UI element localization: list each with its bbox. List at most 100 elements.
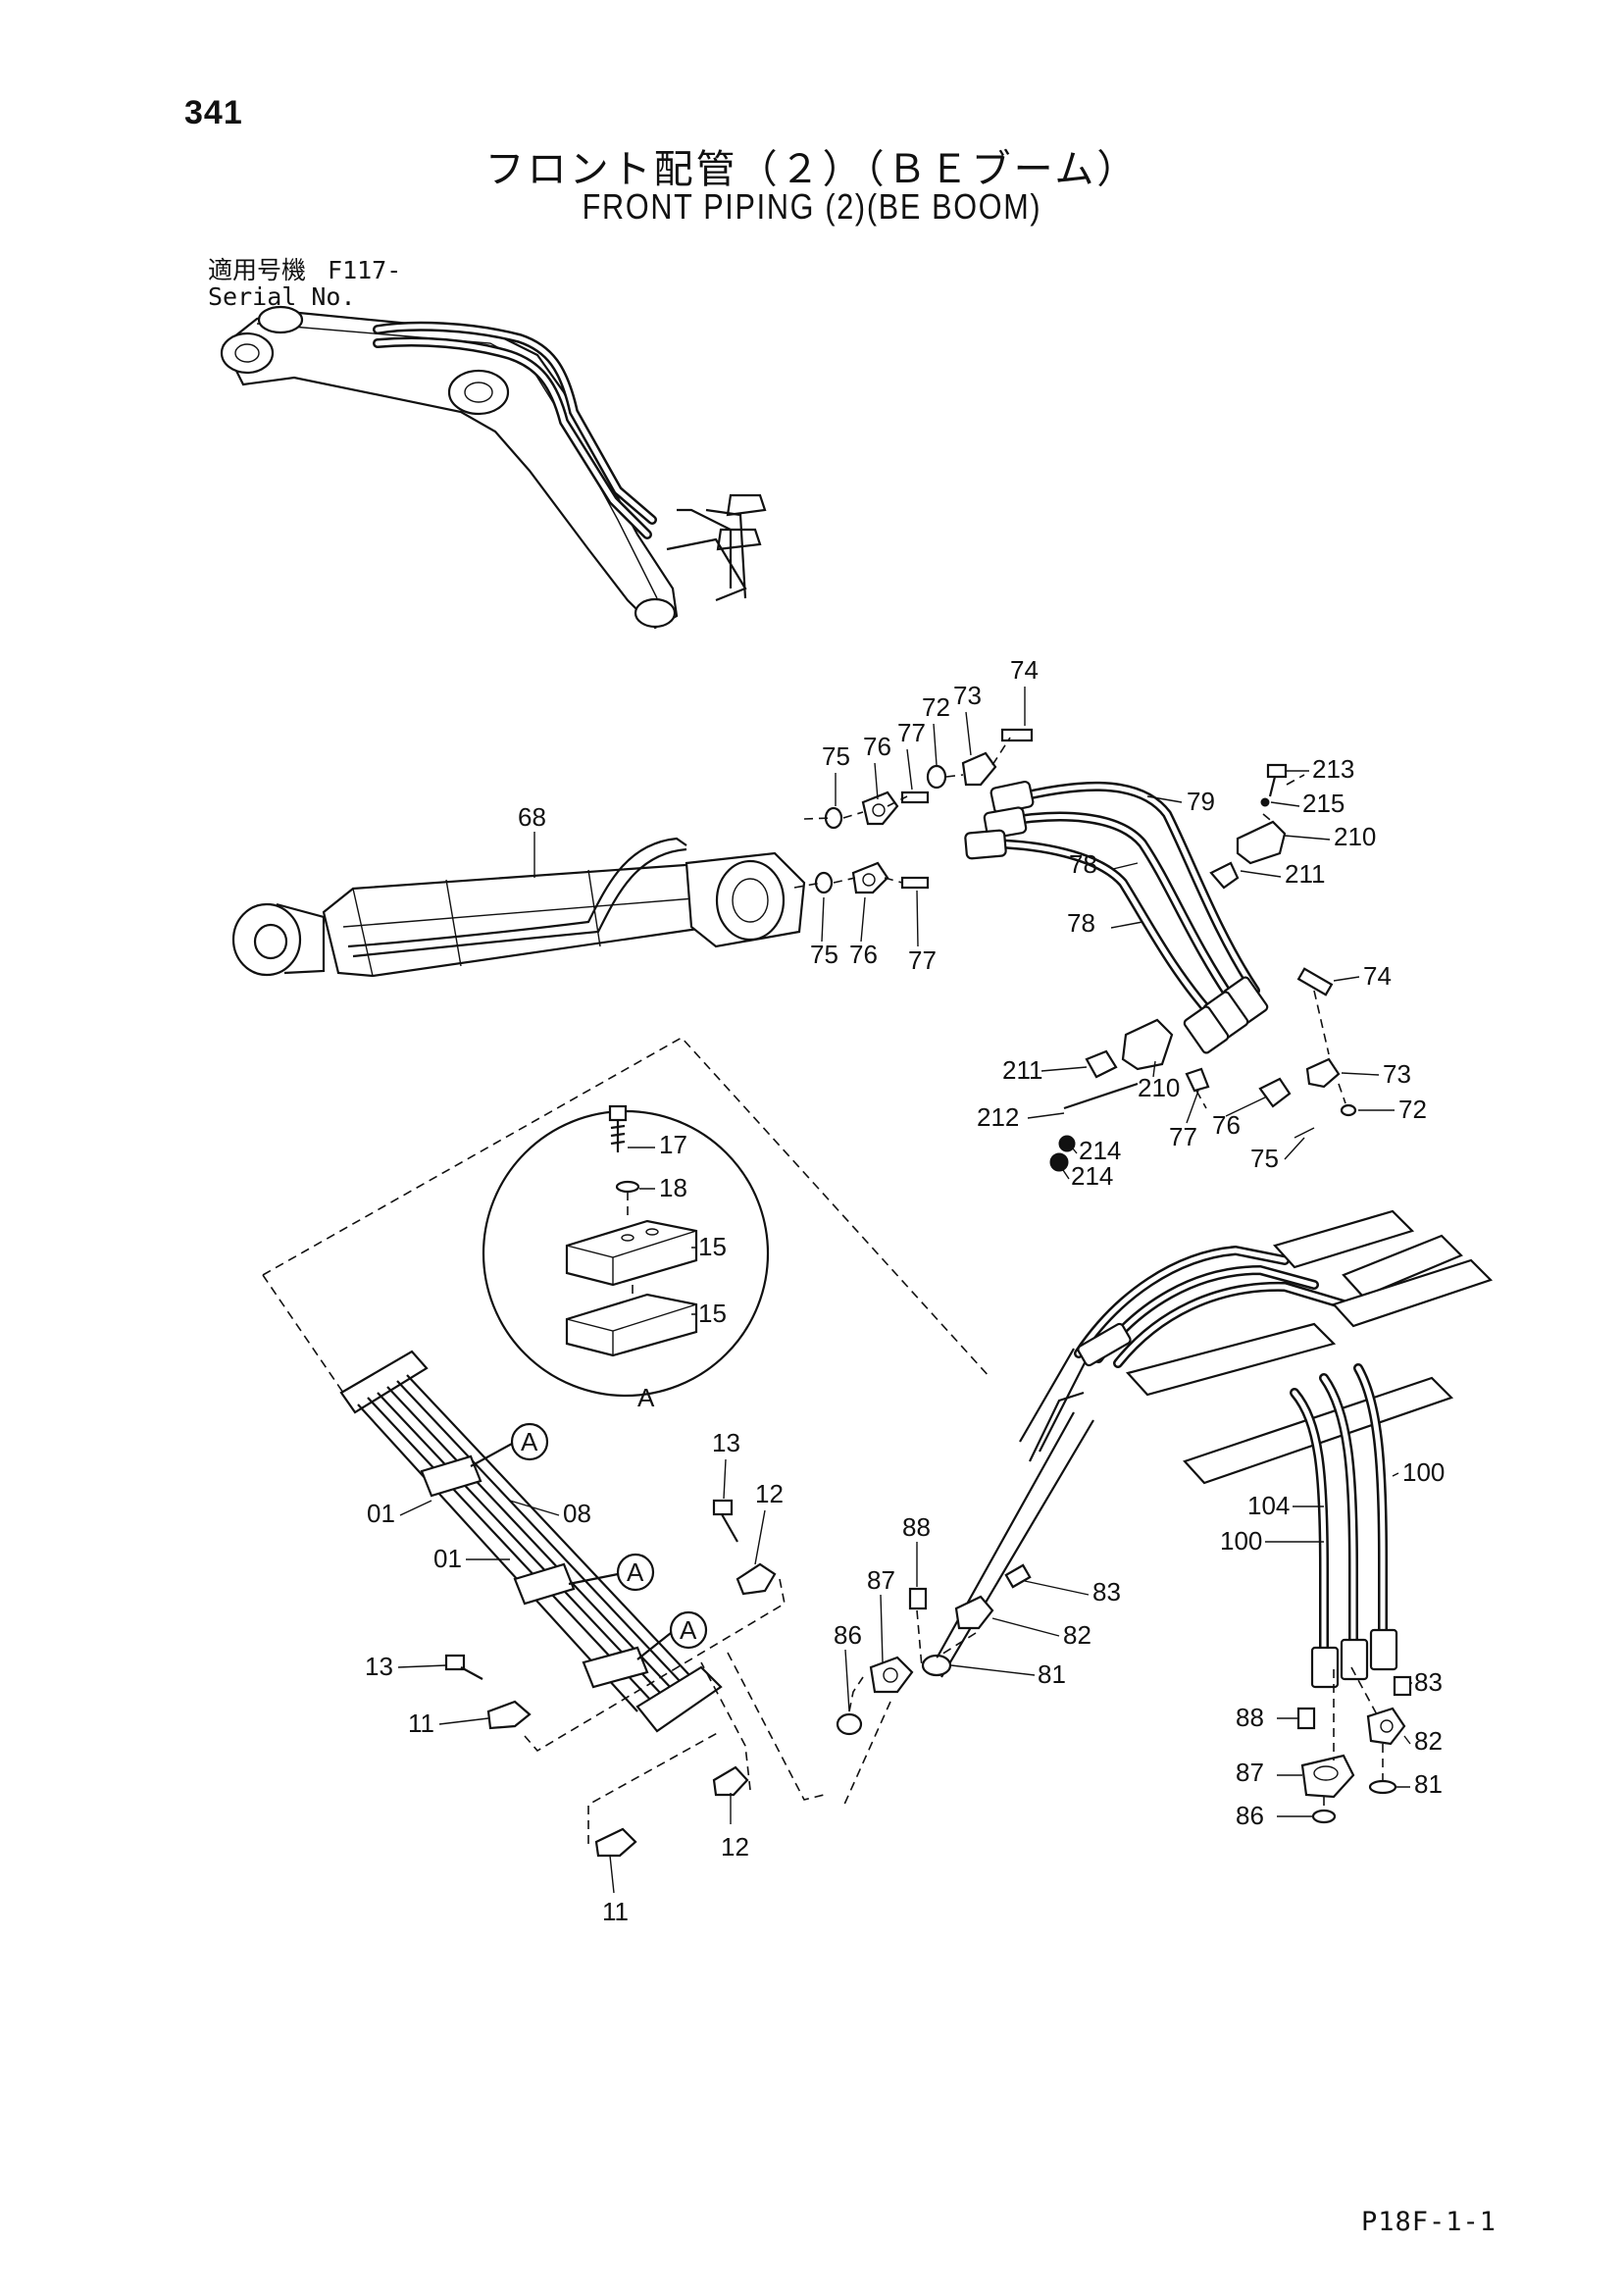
detail-envelope-lines	[262, 1036, 991, 1394]
clamp-12-upper	[736, 1562, 777, 1596]
callout-75: 75	[810, 940, 838, 969]
clamp-211-lower	[1085, 1049, 1118, 1079]
pipe-clamp-3	[582, 1646, 649, 1689]
callout-13: 13	[712, 1428, 740, 1457]
bolt-74-upper	[1000, 728, 1034, 742]
callout-73: 73	[953, 681, 982, 710]
callout-77: 77	[1169, 1122, 1197, 1151]
callout-78: 78	[1067, 908, 1095, 938]
callout-73: 73	[1383, 1059, 1411, 1089]
callout-75: 75	[1250, 1144, 1279, 1173]
callout-76: 76	[849, 940, 878, 969]
callout-74: 74	[1010, 655, 1039, 685]
serial-value: F117-	[328, 256, 402, 284]
callout-68: 68	[518, 802, 546, 832]
callout-01: 01	[367, 1499, 395, 1528]
title-english: FRONT PIPING (2)(BE BOOM)	[582, 186, 1042, 227]
nut-214-a	[1058, 1135, 1076, 1152]
callout-15: 15	[698, 1232, 727, 1261]
callout-212: 212	[977, 1102, 1019, 1132]
lower-pipe-bundle	[339, 1350, 825, 1858]
o-ring-81-center	[921, 1654, 952, 1677]
flange-87-center	[869, 1656, 914, 1694]
flange-76-upper	[861, 791, 899, 826]
clamp-11-lower	[594, 1827, 637, 1858]
callout-72: 72	[1398, 1095, 1427, 1124]
bolt-13-lower	[444, 1654, 466, 1671]
callout-12: 12	[721, 1832, 749, 1862]
bolt-17	[608, 1104, 628, 1122]
clamp-211-upper	[1209, 861, 1240, 890]
detail-ref-a: A	[627, 1557, 644, 1587]
callout-87: 87	[1236, 1758, 1264, 1787]
bolt-83-center	[1004, 1563, 1032, 1589]
detail-ref-circle-1	[510, 1422, 549, 1461]
callout-labels: 74 73 72 77 76 75 68 79 78 78 213 215 21…	[365, 655, 1445, 1926]
o-ring-86-right	[1311, 1809, 1337, 1824]
flange-76-lower	[851, 861, 889, 894]
callout-210: 210	[1334, 822, 1376, 851]
callout-88: 88	[1236, 1703, 1264, 1732]
clamp-15-upper	[565, 1219, 698, 1287]
flange-87-right	[1300, 1754, 1355, 1799]
flange-82-center	[954, 1595, 994, 1630]
o-ring-75-upper	[824, 806, 843, 830]
callout-215: 215	[1302, 789, 1345, 818]
callout-83: 83	[1414, 1667, 1443, 1697]
clamp-parts-upper-right	[1049, 763, 1357, 1172]
callout-104: 104	[1247, 1491, 1290, 1520]
bolt-13-upper	[712, 1499, 734, 1516]
hoses-78-79	[964, 780, 1269, 1054]
callout-15: 15	[698, 1299, 727, 1328]
washer-18	[615, 1180, 640, 1194]
clamp-row-middle	[1125, 1322, 1337, 1397]
drawing-code: P18F-1-1	[1361, 2207, 1497, 2237]
callout-83: 83	[1092, 1577, 1121, 1607]
bolt-77-right	[1185, 1067, 1210, 1093]
callout-210: 210	[1138, 1073, 1180, 1102]
callout-211: 211	[1285, 859, 1325, 889]
nut-214-b	[1049, 1152, 1069, 1172]
o-ring-72-lower	[1340, 1103, 1357, 1117]
callout-13: 13	[365, 1652, 393, 1681]
clamp-210-lower	[1121, 1018, 1174, 1071]
callout-18: 18	[659, 1173, 687, 1202]
callout-79: 79	[1187, 787, 1215, 816]
detail-ref-a: A	[680, 1615, 697, 1645]
callout-77: 77	[897, 718, 926, 747]
title-japanese: フロント配管（２）（ＢＥブーム）	[484, 147, 1140, 192]
o-ring-75-lower	[814, 871, 834, 894]
detail-a-view	[482, 1104, 770, 1398]
long-hoses-center	[931, 1209, 1494, 1689]
callout-08: 08	[563, 1499, 591, 1528]
callout-87: 87	[867, 1565, 895, 1595]
flange-73-lower	[1305, 1057, 1341, 1089]
boom-overview-illustration	[220, 305, 767, 630]
bolt-77-lower	[900, 876, 930, 890]
callout-81: 81	[1414, 1769, 1443, 1799]
flange-76-right	[1258, 1077, 1292, 1108]
callout-82: 82	[1414, 1726, 1443, 1756]
callout-11: 11	[602, 1897, 629, 1926]
clamp-11-upper	[486, 1700, 532, 1730]
detail-ref-a: A	[521, 1427, 538, 1456]
callout-11: 11	[408, 1709, 434, 1738]
bolt-74-lower	[1296, 967, 1334, 996]
bolt-77-upper	[900, 791, 930, 804]
pipe-flange-top	[339, 1350, 429, 1414]
callout-88: 88	[902, 1512, 931, 1542]
callout-214: 214	[1071, 1161, 1113, 1191]
bolt-213	[1266, 763, 1288, 779]
callout-74: 74	[1363, 961, 1392, 991]
clamp-210-upper	[1236, 820, 1287, 865]
flange-73-upper	[961, 751, 997, 787]
pipe-clamp-2	[513, 1562, 576, 1606]
callout-leader-lines	[397, 687, 1412, 1894]
split-flange-center	[836, 1563, 1032, 1808]
split-flange-right	[1296, 1666, 1412, 1824]
o-ring-75-right	[1294, 1127, 1315, 1139]
pipe-flange-bottom	[635, 1665, 723, 1733]
callout-86: 86	[1236, 1801, 1264, 1830]
callout-12: 12	[755, 1479, 784, 1508]
